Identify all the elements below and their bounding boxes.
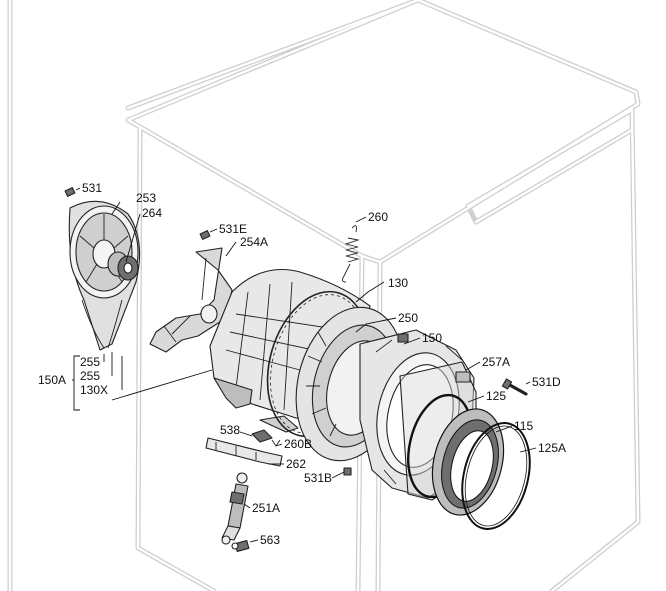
label-255-upper: 255	[80, 355, 100, 369]
label-150A: 150A	[38, 373, 66, 387]
shock-absorber-251A	[221, 472, 249, 545]
label-130: 130	[388, 276, 408, 290]
pin-563	[231, 540, 250, 552]
clamp-ring-125A	[461, 422, 531, 530]
label-257A: 257A	[482, 355, 510, 369]
label-115: 115	[514, 419, 533, 433]
bolt-531D	[501, 378, 528, 396]
label-563: 563	[260, 533, 280, 547]
label-250: 250	[398, 311, 418, 325]
weight-538	[251, 429, 273, 443]
label-531B: 531B	[304, 471, 332, 485]
bracket-262	[205, 437, 283, 467]
spring-260	[341, 225, 360, 283]
screw-531	[64, 187, 76, 197]
label-531D: 531D	[532, 375, 561, 389]
bearing-hub-264	[107, 251, 139, 281]
label-130X: 130X	[80, 383, 108, 397]
label-260B: 260B	[284, 437, 312, 451]
label-253: 253	[136, 191, 156, 205]
pulley-253	[68, 200, 141, 351]
label-125: 125	[486, 389, 506, 403]
screw-531E	[199, 230, 211, 240]
label-531E: 531E	[219, 222, 247, 236]
label-150: 150	[422, 331, 442, 345]
bolt-531B	[343, 467, 352, 476]
label-251A: 251A	[252, 501, 280, 515]
label-531: 531	[82, 181, 102, 195]
part-labels: 531 253 264 531E 254A 260 130 250 150 25…	[38, 181, 566, 547]
label-255-lower: 255	[80, 369, 100, 383]
leader-lines	[72, 187, 537, 543]
label-538: 538	[220, 423, 240, 437]
label-125A: 125A	[538, 441, 566, 455]
label-254A: 254A	[240, 235, 268, 249]
label-264: 264	[142, 206, 162, 220]
label-260: 260	[368, 210, 388, 224]
label-262: 262	[286, 457, 306, 471]
